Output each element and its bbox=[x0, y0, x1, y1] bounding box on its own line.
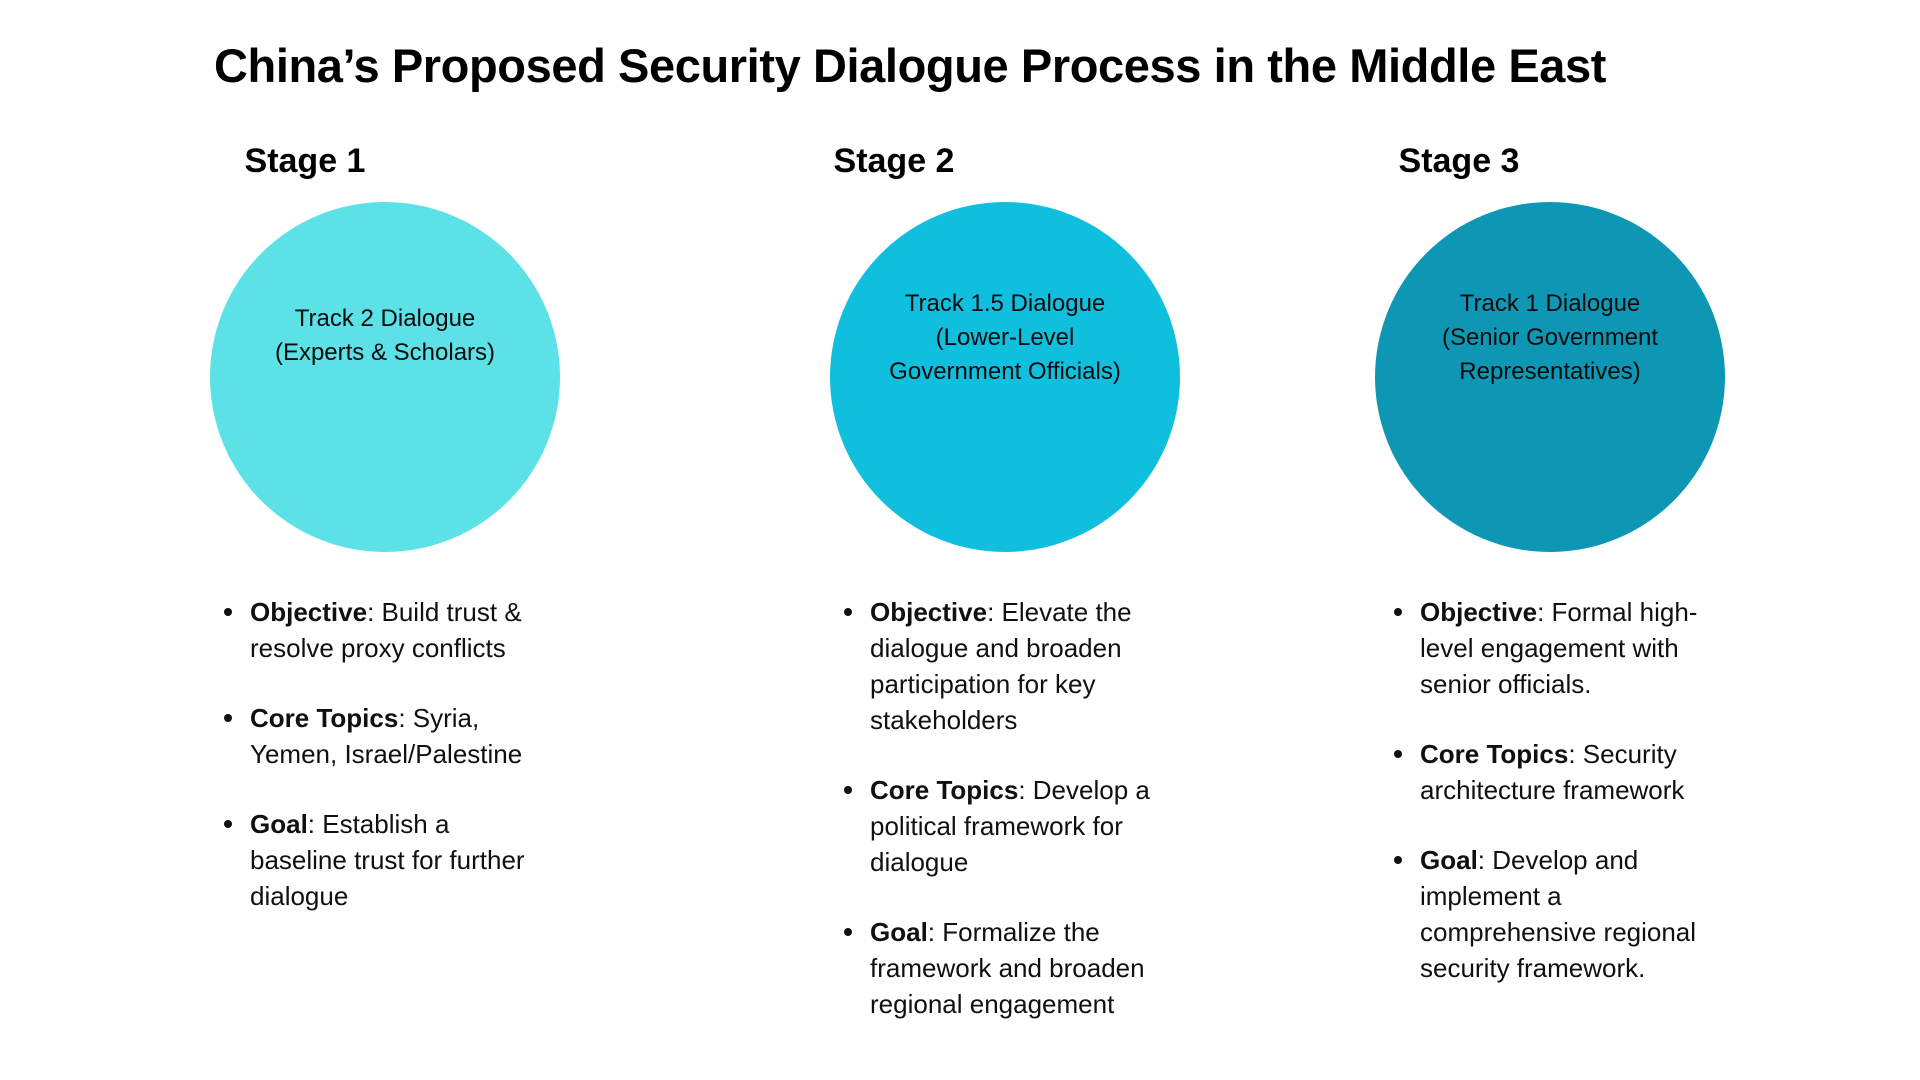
bullet-label: Goal bbox=[1420, 845, 1478, 875]
bullet-text: : Formalize the framework and broaden re… bbox=[870, 917, 1145, 1019]
stage-2-circle-wrap: Track 1.5 Dialogue (Lower-Level Governme… bbox=[670, 202, 1230, 570]
bullet-label: Goal bbox=[870, 917, 928, 947]
bullet-label: Objective bbox=[250, 597, 368, 627]
stage-column-1: Stage 1 Track 2 Dialogue (Experts & Scho… bbox=[110, 140, 670, 914]
bullet-label: Goal bbox=[250, 809, 308, 839]
stage-3-circle-label: Track 1 Dialogue (Senior Government Repr… bbox=[1441, 290, 1659, 385]
stage-2-circle-label: Track 1.5 Dialogue (Lower-Level Governme… bbox=[889, 290, 1121, 385]
list-item: Core Topics: Syria, Yemen, Israel/Palest… bbox=[220, 700, 550, 772]
bullet-dot-icon bbox=[844, 608, 852, 616]
stage-3-circle: Track 1 Dialogue (Senior Government Repr… bbox=[1375, 202, 1725, 552]
page-title: China’s Proposed Security Dialogue Proce… bbox=[213, 39, 1607, 93]
bullet-text: : Security architecture framework bbox=[1420, 739, 1685, 805]
stage-3-heading: Stage 3 bbox=[1398, 142, 1520, 180]
stage-1-bullet-list: Objective: Build trust & resolve proxy c… bbox=[220, 594, 550, 914]
bullet-label: Core Topics bbox=[250, 703, 399, 733]
stage-1-circle-label: Track 2 Dialogue (Experts & Scholars) bbox=[274, 305, 496, 366]
bullet-text: : Syria, Yemen, Israel/Palestine bbox=[250, 703, 523, 769]
stage-2-circle: Track 1.5 Dialogue (Lower-Level Governme… bbox=[830, 202, 1180, 552]
list-item: Objective: Build trust & resolve proxy c… bbox=[220, 594, 550, 666]
bullet-dot-icon bbox=[844, 928, 852, 936]
stage-column-2: Stage 2 Track 1.5 Dialogue (Lower-Level … bbox=[670, 140, 1230, 1022]
stage-2-bullet-list: Objective: Elevate the dialogue and broa… bbox=[840, 594, 1160, 1022]
stage-column-3: Stage 3 Track 1 Dialogue (Senior Governm… bbox=[1230, 140, 1790, 986]
list-item: Objective: Formal high-level engagement … bbox=[1390, 594, 1710, 702]
list-item: Core Topics: Develop a political framewo… bbox=[840, 772, 1160, 880]
bullet-dot-icon bbox=[1394, 750, 1402, 758]
bullet-text: : Establish a baseline trust for further… bbox=[250, 809, 525, 911]
bullet-dot-icon bbox=[224, 608, 232, 616]
bullet-dot-icon bbox=[224, 820, 232, 828]
bullet-dot-icon bbox=[1394, 608, 1402, 616]
bullet-text: : Develop and implement a comprehensive … bbox=[1420, 845, 1697, 983]
stage-1-circle-wrap: Track 2 Dialogue (Experts & Scholars) bbox=[110, 202, 670, 570]
bullet-dot-icon bbox=[224, 714, 232, 722]
bullet-label: Core Topics bbox=[870, 775, 1019, 805]
bullet-text: : Develop a political framework for dial… bbox=[870, 775, 1150, 877]
list-item: Core Topics: Security architecture frame… bbox=[1390, 736, 1710, 808]
stage-2-heading: Stage 2 bbox=[833, 142, 955, 180]
stage-3-circle-wrap: Track 1 Dialogue (Senior Government Repr… bbox=[1230, 202, 1790, 570]
bullet-label: Objective bbox=[1420, 597, 1538, 627]
list-item: Objective: Elevate the dialogue and broa… bbox=[840, 594, 1160, 738]
stage-1-circle: Track 2 Dialogue (Experts & Scholars) bbox=[210, 202, 560, 552]
bullet-label: Objective bbox=[870, 597, 988, 627]
bullet-text: : Elevate the dialogue and broaden parti… bbox=[870, 597, 1132, 735]
list-item: Goal: Develop and implement a comprehens… bbox=[1390, 842, 1710, 986]
list-item: Goal: Formalize the framework and broade… bbox=[840, 914, 1160, 1022]
list-item: Goal: Establish a baseline trust for fur… bbox=[220, 806, 550, 914]
bullet-dot-icon bbox=[844, 786, 852, 794]
stages-container: Stage 1 Track 2 Dialogue (Experts & Scho… bbox=[0, 140, 1920, 1080]
bullet-label: Core Topics bbox=[1420, 739, 1569, 769]
bullet-text: : Build trust & resolve proxy conflicts bbox=[250, 597, 522, 663]
stage-3-bullet-list: Objective: Formal high-level engagement … bbox=[1390, 594, 1710, 986]
bullet-dot-icon bbox=[1394, 856, 1402, 864]
stage-1-heading: Stage 1 bbox=[244, 142, 366, 180]
bullet-text: : Formal high-level engagement with seni… bbox=[1420, 597, 1698, 699]
